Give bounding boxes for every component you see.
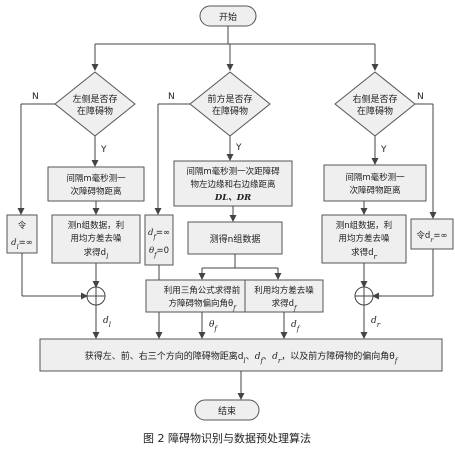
front-yes-label: Y	[235, 143, 242, 153]
front-trig-line2: 方障碍物偏向角θf	[168, 298, 237, 312]
front-set-inf-box	[144, 214, 174, 266]
figure-caption: 图 2 障碍物识别与数据预处理算法	[143, 431, 311, 445]
right-measure-line1: 间隔m毫秒测一	[345, 172, 405, 183]
front-out-theta-label: θf	[209, 320, 218, 333]
right-yes-label: Y	[380, 145, 387, 155]
left-process-line1: 测n组数据，利	[68, 220, 124, 231]
front-variance-line2: 求得df	[272, 298, 298, 312]
front-variance-box	[244, 279, 324, 313]
end-label: 结束	[218, 405, 236, 417]
left-set-inf-line2: dl=∞	[11, 238, 33, 251]
front-collect-label: 测得n组数据	[210, 233, 261, 245]
front-measure-line2: 物左边缘和右边缘距离	[190, 179, 275, 190]
front-measure-line1: 间隔m毫秒测一次距障碍	[186, 166, 280, 177]
right-decision-line2: 在障碍物	[357, 105, 393, 117]
front-set-inf-line1: df=∞	[148, 228, 170, 241]
front-no-label: N	[168, 92, 175, 102]
right-out-label: dr	[371, 316, 381, 329]
front-measure-box	[173, 160, 293, 207]
front-measure-vars: DL、DR	[214, 193, 251, 203]
left-out-label: dl	[103, 316, 111, 329]
right-no-label: N	[417, 92, 424, 102]
left-measure-line1: 间隔m毫秒测一	[66, 173, 126, 184]
front-collect-box	[187, 221, 283, 255]
start-label: 开始	[219, 11, 237, 23]
left-measure-box	[47, 166, 145, 202]
front-variance-line1: 利用均方差去噪	[254, 285, 314, 296]
right-process-line1: 测n组数据，利	[336, 220, 392, 231]
left-process-box	[51, 214, 141, 264]
left-measure-line2: 次障碍物距离	[70, 186, 121, 197]
front-decision-line2: 在障碍物	[212, 105, 248, 117]
right-process-line2: 用均方差去噪	[338, 233, 390, 244]
right-set-inf-box	[410, 218, 454, 250]
left-set-inf-line1: 令	[18, 220, 27, 231]
right-set-inf-label: 令dr=∞	[416, 230, 447, 244]
right-measure-line2: 次障碍物距离	[349, 185, 400, 196]
left-decision-line2: 在障碍物	[77, 105, 113, 117]
right-decision-line1: 右侧是否存	[352, 93, 397, 105]
front-set-inf-line2: θf=0	[149, 246, 169, 259]
left-set-inf-box	[6, 214, 38, 254]
front-trig-line1: 利用三角公式求得前	[164, 285, 241, 296]
summary-label: 获得左、前、右三个方向的障碍物距离dl、df、dr，以及前方障碍物的偏向角θf	[85, 350, 399, 365]
left-no-label: N	[32, 92, 39, 102]
summary-box	[39, 338, 443, 372]
left-process-line3: 求得dl	[84, 247, 109, 261]
front-decision-line1: 前方是否存	[207, 93, 252, 105]
front-out-d-label: df	[291, 320, 301, 333]
right-process-box	[321, 214, 407, 264]
left-process-line2: 用均方差去噪	[70, 233, 122, 244]
right-measure-box	[323, 164, 427, 202]
end-terminal	[194, 399, 260, 421]
right-process-line3: 求得dr	[351, 247, 377, 261]
left-yes-label: Y	[100, 145, 107, 155]
left-decision-line1: 左侧是否存	[72, 93, 117, 105]
